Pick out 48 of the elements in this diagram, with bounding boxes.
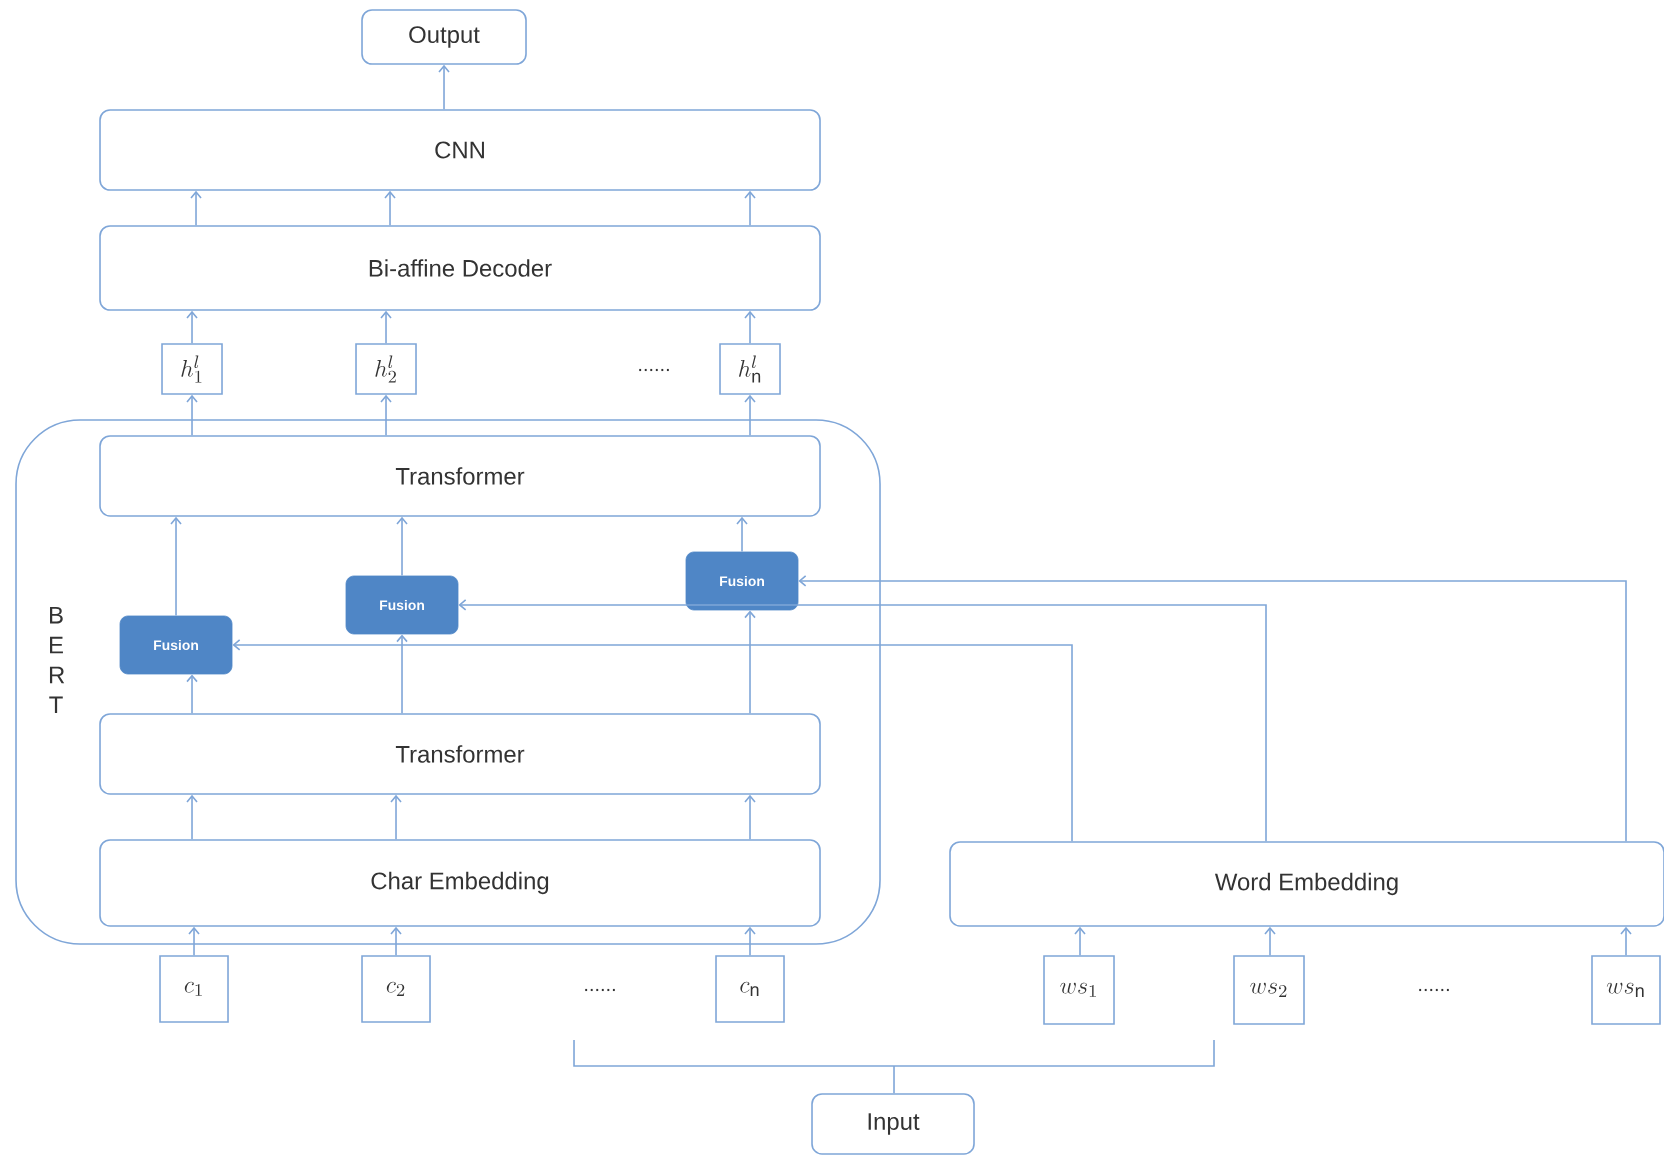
process-box: CNN — [99, 109, 821, 191]
arrow — [186, 394, 198, 436]
variable-box: $ws_2$ — [1233, 955, 1305, 1025]
arrow — [744, 310, 756, 344]
ellipsis: ...... — [1419, 988, 1449, 992]
arrow — [380, 310, 392, 344]
arrow — [186, 310, 198, 344]
arrow — [186, 794, 198, 840]
process-box: Output — [361, 9, 527, 65]
arrow — [186, 674, 198, 714]
process-box: Transformer — [99, 713, 821, 795]
variable-box: $h_2^l$ — [355, 343, 417, 395]
ellipsis: ...... — [639, 368, 669, 372]
variable-box: $ws_\mathrm{n}$ — [1591, 955, 1661, 1025]
arrow — [396, 634, 408, 714]
arrow — [744, 794, 756, 840]
variable-box: $h_1^l$ — [161, 343, 223, 395]
arrow — [390, 794, 402, 840]
arrow — [744, 190, 756, 226]
arrow — [744, 610, 756, 714]
process-box: Bi-affine Decoder — [99, 225, 821, 311]
arrow — [188, 926, 200, 956]
arrow — [438, 64, 450, 110]
ellipsis: ...... — [585, 988, 615, 992]
arrow — [190, 190, 202, 226]
arrow — [458, 599, 1267, 842]
arrow — [798, 575, 1627, 842]
arrow — [232, 639, 1073, 842]
variable-box: $c_1$ — [159, 955, 229, 1023]
arrow — [1264, 926, 1276, 956]
arrow — [170, 516, 182, 617]
arrow — [1074, 926, 1086, 956]
process-box: Word Embedding — [949, 841, 1664, 927]
arrow — [384, 190, 396, 226]
arrow — [744, 394, 756, 436]
arrow — [396, 516, 408, 577]
process-box: Input — [811, 1093, 975, 1155]
variable-box: $h_\mathrm{n}^l$ — [719, 343, 781, 395]
process-box: Transformer — [99, 435, 821, 517]
arrow — [736, 516, 748, 553]
variable-box: $c_\mathrm{n}$ — [715, 955, 785, 1023]
process-box: Char Embedding — [99, 839, 821, 927]
arrow — [390, 926, 402, 956]
arrow — [744, 926, 756, 956]
variable-box: $c_2$ — [361, 955, 431, 1023]
arrow — [1620, 926, 1632, 956]
variable-box: $ws_1$ — [1043, 955, 1115, 1025]
arrow — [380, 394, 392, 436]
